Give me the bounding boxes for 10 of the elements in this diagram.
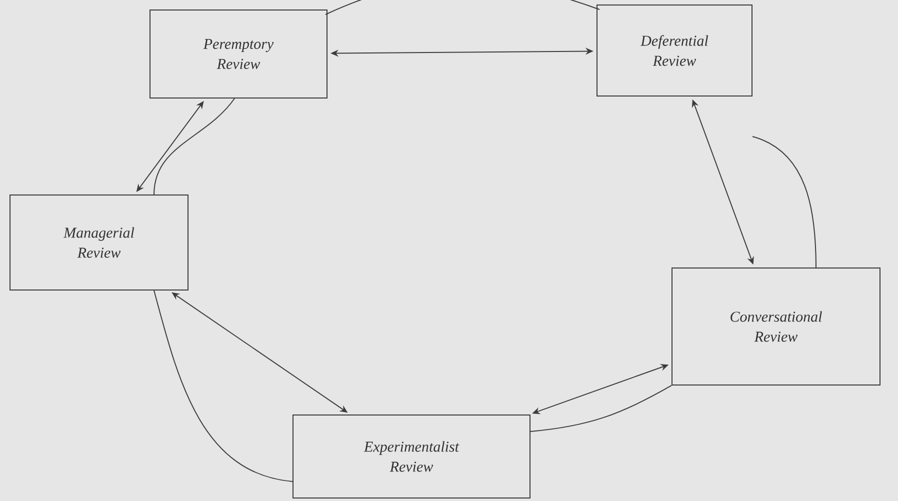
review-box: Experimentalist Review	[292, 414, 530, 498]
connecting-arc	[530, 385, 672, 432]
connecting-arc	[154, 98, 235, 195]
review-box: Peremptory Review	[150, 10, 328, 98]
review-box: Conversational Review	[672, 268, 880, 386]
connecting-arc	[325, 0, 600, 15]
connecting-arc	[154, 290, 293, 482]
review-box: Managerial Review	[10, 194, 188, 290]
connecting-arc	[752, 136, 816, 268]
review-box: Deferential Review	[596, 4, 752, 96]
